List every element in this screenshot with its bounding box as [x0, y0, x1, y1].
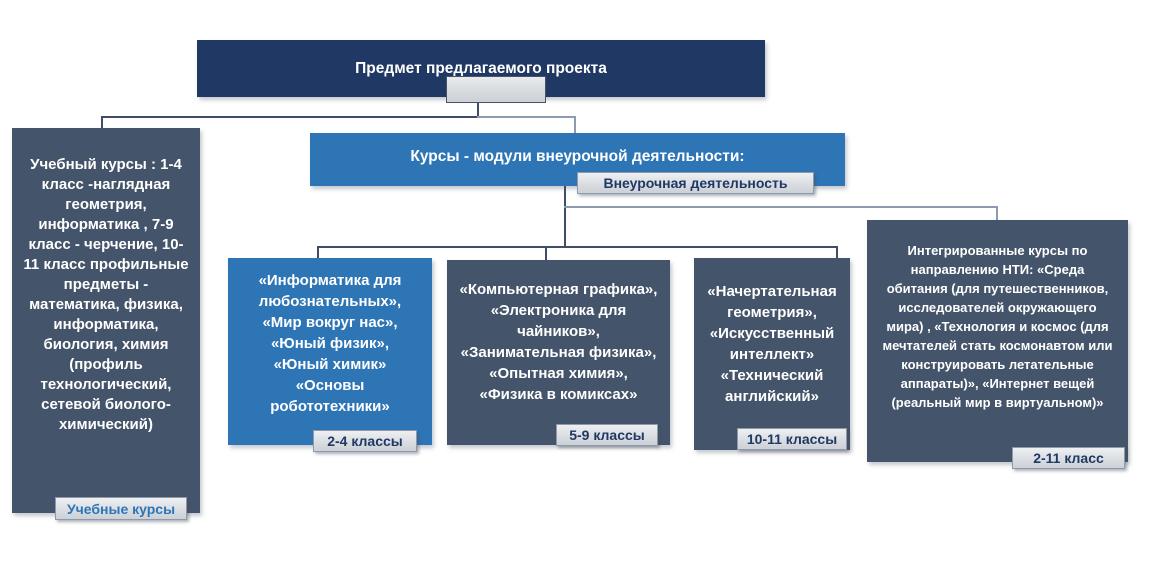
connector-branch-to-nti	[564, 206, 998, 208]
grade-tag-2-11: 2-11 класс	[1012, 447, 1125, 469]
grade-tag-2-4: 2-4 классы	[313, 430, 417, 452]
grade-tag-10-11: 10-11 классы	[737, 428, 847, 450]
extracurricular-tag: Внеурочная деятельность	[577, 172, 814, 194]
academic-courses-box: Учебный курсы : 1-4 класс -наглядная гео…	[12, 128, 200, 513]
course-box-5-9: «Компьютерная графика», «Электроника для…	[447, 260, 670, 445]
connector-children-horizontal	[317, 246, 838, 248]
root-connector-stub	[446, 76, 546, 103]
course-box-2-11-nti: Интегрированные курсы по направлению НТИ…	[867, 220, 1128, 462]
connector-drop-nti-box	[996, 206, 998, 221]
connector-header-stem	[564, 186, 566, 248]
connector-drop-child-2	[545, 246, 547, 261]
academic-courses-tag: Учебные курсы	[55, 497, 187, 520]
grade-tag-5-9: 5-9 классы	[556, 424, 658, 446]
connector-drop-child-1	[317, 246, 319, 259]
connector-root-right-horizontal	[477, 116, 576, 118]
connector-drop-left-box	[101, 116, 103, 129]
connector-root-stem	[477, 103, 479, 117]
course-box-10-11: «Начертательная геометрия», «Искусственн…	[694, 258, 850, 450]
course-box-2-4: «Информатика для любознательных», «Мир в…	[228, 258, 432, 445]
connector-drop-child-3	[836, 246, 838, 259]
connector-drop-header	[574, 116, 576, 134]
connector-root-left-horizontal	[101, 116, 479, 118]
